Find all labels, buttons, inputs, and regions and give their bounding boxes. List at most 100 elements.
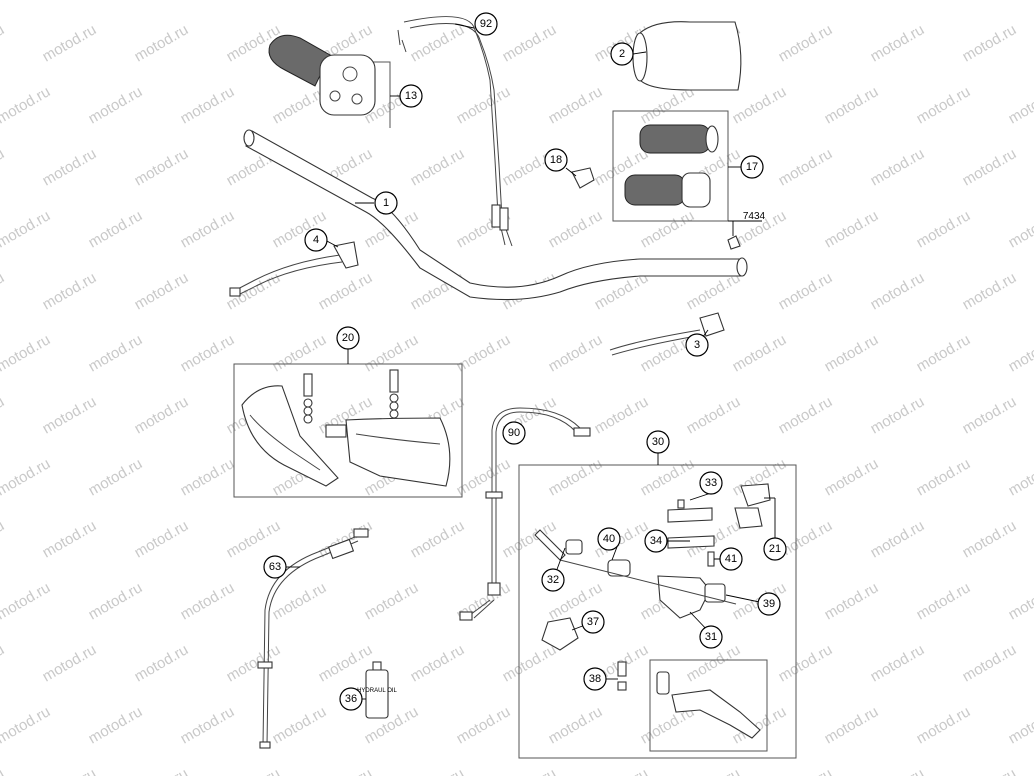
watermark-text: motod.ru xyxy=(500,765,560,776)
clutch-cable xyxy=(459,407,591,621)
watermark-text: motod.ru xyxy=(638,207,698,251)
watermark-text: motod.ru xyxy=(316,765,376,776)
watermark-text: motod.ru xyxy=(822,83,882,127)
svg-text:2: 2 xyxy=(619,48,625,60)
watermark-text: motod.ru xyxy=(132,145,192,189)
watermark-text: motod.ru xyxy=(822,455,882,499)
watermark-text: motod.ru xyxy=(0,765,7,776)
handguards xyxy=(241,369,451,487)
throttle-cables xyxy=(397,16,513,247)
watermark-text: motod.ru xyxy=(914,83,974,127)
watermark-text: motod.ru xyxy=(0,517,7,561)
watermark-text: motod.ru xyxy=(40,21,100,65)
bottle-label: HYDRAUL OIL xyxy=(357,688,397,694)
svg-text:31: 31 xyxy=(705,631,717,643)
watermark-text: motod.ru xyxy=(132,21,192,65)
watermark-text: motod.ru xyxy=(40,269,100,313)
watermark-text: motod.ru xyxy=(178,331,238,375)
watermark-text: motod.ru xyxy=(868,145,928,189)
watermark-text: motod.ru xyxy=(914,0,974,3)
throttle-grip-assembly xyxy=(268,34,376,116)
callout-92: 92 xyxy=(474,12,498,36)
clutch-master-30-box xyxy=(518,464,797,759)
svg-text:34: 34 xyxy=(650,535,662,547)
callout-2: 2 xyxy=(610,42,634,66)
watermark-text: motod.ru xyxy=(730,0,790,3)
watermark-text: motod.ru xyxy=(960,765,1020,776)
watermark-text: motod.ru xyxy=(638,0,698,3)
watermark-text: motod.ru xyxy=(86,331,146,375)
svg-text:13: 13 xyxy=(405,90,417,102)
watermark-text: motod.ru xyxy=(776,145,836,189)
clutch-lever xyxy=(617,661,761,739)
svg-text:36: 36 xyxy=(345,693,357,705)
clip-18 xyxy=(571,167,595,189)
watermark-text: motod.ru xyxy=(546,455,606,499)
svg-text:40: 40 xyxy=(603,533,615,545)
watermark-text: motod.ru xyxy=(86,83,146,127)
switch-4 xyxy=(229,241,359,297)
watermark-text: motod.ru xyxy=(776,21,836,65)
grip-2 xyxy=(632,21,742,91)
watermark-text: motod.ru xyxy=(0,393,7,437)
watermark-text: motod.ru xyxy=(960,145,1020,189)
watermark-text: motod.ru xyxy=(868,765,928,776)
callout-38: 38 xyxy=(583,667,607,691)
svg-text:3: 3 xyxy=(694,339,700,351)
watermark-text: motod.ru xyxy=(1006,579,1034,623)
watermark-text: motod.ru xyxy=(914,331,974,375)
watermark-text: motod.ru xyxy=(1006,455,1034,499)
watermark-text: motod.ru xyxy=(960,21,1020,65)
watermark-text: motod.ru xyxy=(0,455,53,499)
watermark-text: motod.ru xyxy=(776,393,836,437)
callout-1: 1 xyxy=(374,191,398,215)
watermark-text: motod.ru xyxy=(408,765,468,776)
watermark-text: motod.ru xyxy=(224,765,284,776)
watermark-text: motod.ru xyxy=(592,765,652,776)
watermark-text: motod.ru xyxy=(592,393,652,437)
watermark-text: motod.ru xyxy=(316,269,376,313)
watermark-text: motod.ru xyxy=(362,331,422,375)
watermark-text: motod.ru xyxy=(0,21,7,65)
watermark-text: motod.ru xyxy=(132,269,192,313)
svg-text:17: 17 xyxy=(746,161,758,173)
watermark-text: motod.ru xyxy=(868,641,928,685)
grips-17-box xyxy=(612,110,729,222)
watermark-text: motod.ru xyxy=(960,269,1020,313)
watermark-text: motod.ru xyxy=(684,765,744,776)
watermark-text: motod.ru xyxy=(0,579,53,623)
nut-7434 xyxy=(727,235,741,250)
callout-31: 31 xyxy=(699,625,723,649)
watermark-text: motod.ru xyxy=(0,83,53,127)
watermark-text: motod.ru xyxy=(546,703,606,747)
clutch-master-parts xyxy=(534,483,771,651)
callout-3: 3 xyxy=(685,333,709,357)
watermark-text: motod.ru xyxy=(86,455,146,499)
watermark-text: motod.ru xyxy=(132,641,192,685)
watermark-text: motod.ru xyxy=(132,517,192,561)
watermark-text: motod.ru xyxy=(178,207,238,251)
watermark-text: motod.ru xyxy=(868,517,928,561)
watermark-text: motod.ru xyxy=(868,269,928,313)
watermark-text: motod.ru xyxy=(500,641,560,685)
watermark-text: motod.ru xyxy=(454,703,514,747)
svg-text:41: 41 xyxy=(725,553,737,565)
svg-text:1: 1 xyxy=(383,197,389,209)
watermark-text: motod.ru xyxy=(776,641,836,685)
watermark-text: motod.ru xyxy=(546,331,606,375)
callout-40: 40 xyxy=(597,527,621,551)
callout-41: 41 xyxy=(719,547,743,571)
callout-34: 34 xyxy=(644,529,668,553)
handlebar xyxy=(243,129,748,301)
watermark-text: motod.ru xyxy=(1006,703,1034,747)
watermark-text: motod.ru xyxy=(822,703,882,747)
watermark-text: motod.ru xyxy=(178,0,238,3)
watermark-text: motod.ru xyxy=(270,331,330,375)
watermark-text: motod.ru xyxy=(178,579,238,623)
bolt-right xyxy=(389,369,399,419)
callout-63: 63 xyxy=(263,555,287,579)
watermark-text: motod.ru xyxy=(0,641,7,685)
watermark-text: motod.ru xyxy=(40,393,100,437)
watermark-text: motod.ru xyxy=(362,0,422,3)
watermark-text: motod.ru xyxy=(178,83,238,127)
